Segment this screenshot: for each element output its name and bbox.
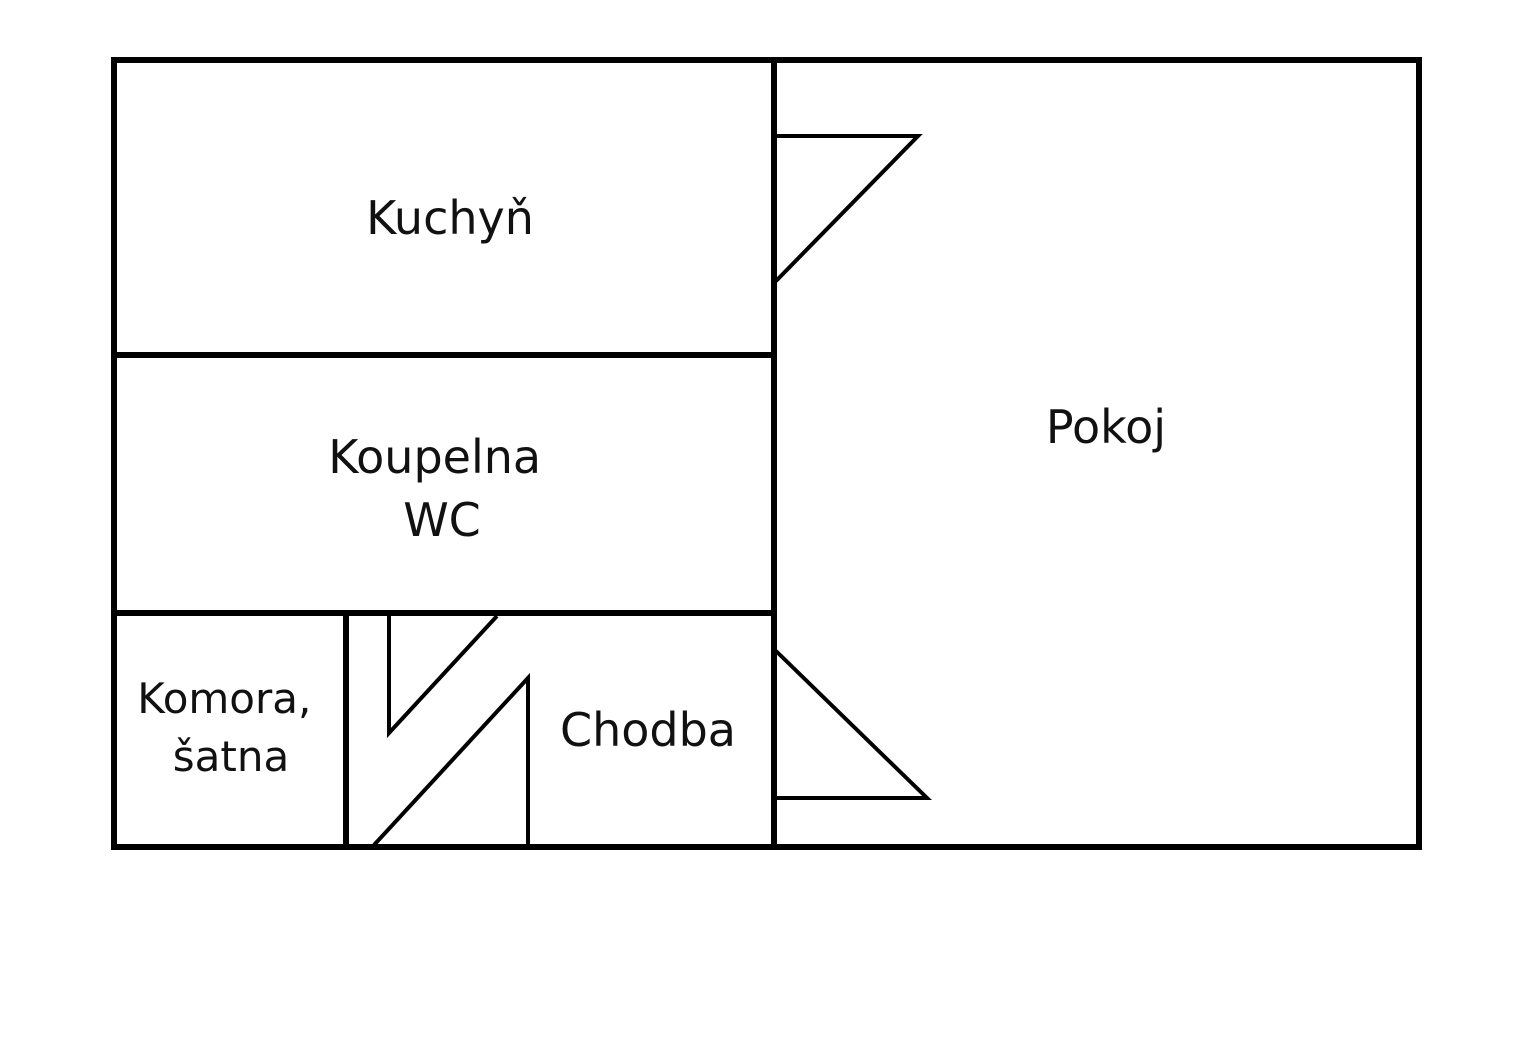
room-label-storage: Komora, šatna	[137, 674, 324, 781]
door-kitchen-room-icon[interactable]	[774, 134, 923, 283]
room-label-hallway: Chodba	[560, 703, 736, 757]
door-entrance-icon[interactable]	[372, 672, 530, 847]
room-label-room: Pokoj	[1046, 400, 1166, 454]
door-hallway-bathroom-icon[interactable]	[387, 614, 499, 739]
outer-wall	[111, 57, 1422, 850]
room-label-kitchen: Kuchyň	[366, 191, 534, 245]
door-hallway-room-icon[interactable]	[774, 649, 932, 800]
room-label-bathroom: Koupelna WC	[328, 430, 555, 547]
